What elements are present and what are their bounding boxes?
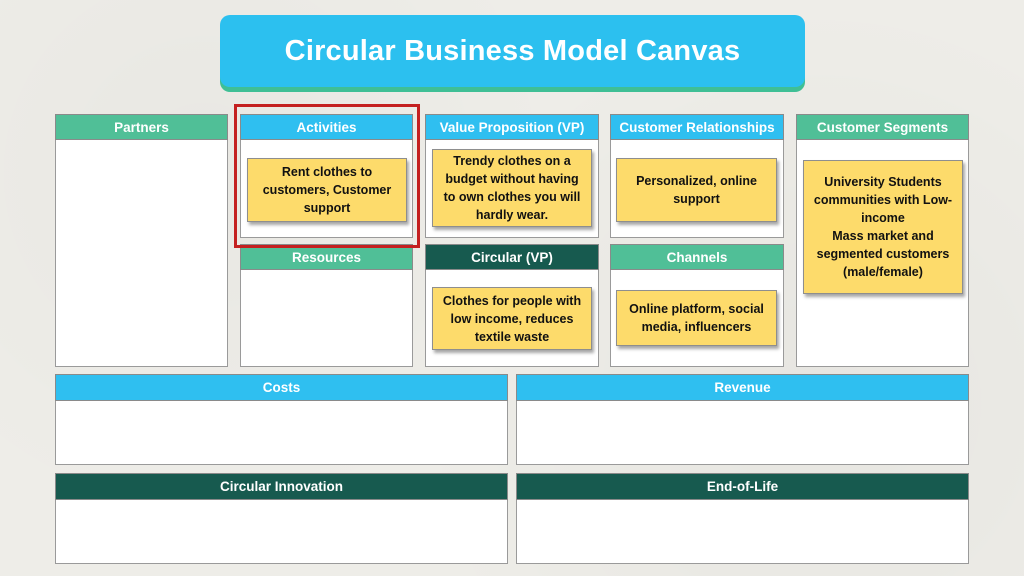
page-title: Circular Business Model Canvas [284,34,741,67]
title-banner: Circular Business Model Canvas [220,15,805,87]
customer-relationships-header: Customer Relationships [610,114,784,140]
resources-header: Resources [240,244,413,270]
value-proposition-note: Trendy clothes on a budget without havin… [432,149,592,227]
end-of-life-header: End-of-Life [516,473,969,500]
customer-segments-header: Customer Segments [796,114,969,140]
channels-header: Channels [610,244,784,270]
partners-block [55,114,228,367]
circular-innovation-header: Circular Innovation [55,473,508,500]
costs-header: Costs [55,374,508,401]
partners-header: Partners [55,114,228,140]
channels-note: Online platform, social media, influence… [616,290,777,346]
customer-relationships-note: Personalized, online support [616,158,777,222]
activities-header: Activities [240,114,413,140]
customer-segments-note: University Students communities with Low… [803,160,963,294]
circular-vp-note: Clothes for people with low income, redu… [432,287,592,350]
activities-highlight-frame [234,104,420,248]
value-proposition-header: Value Proposition (VP) [425,114,599,140]
circular-vp-header: Circular (VP) [425,244,599,270]
revenue-header: Revenue [516,374,969,401]
activities-note: Rent clothes to customers, Customer supp… [247,158,407,222]
